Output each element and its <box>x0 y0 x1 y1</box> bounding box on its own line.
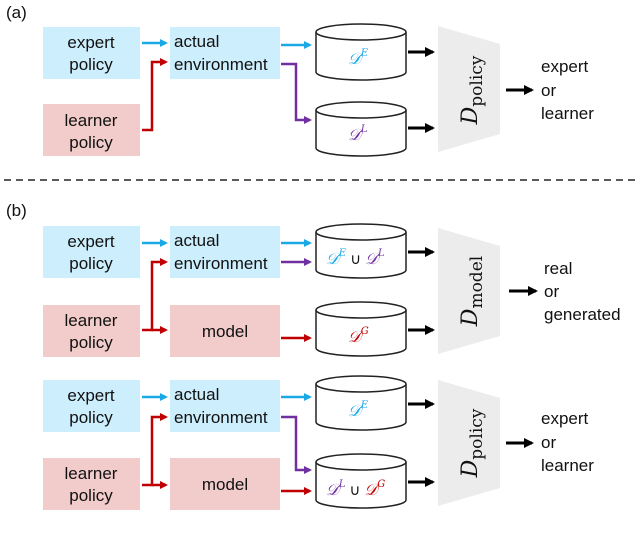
expert-data-cylinder: 𝒟E <box>315 375 407 431</box>
union-data-label: 𝒟E∪𝒟L <box>326 248 385 268</box>
model-label: model <box>202 322 248 341</box>
env-to-union-arrow <box>281 415 312 474</box>
panel-a: (a) expert policy learner policy actual … <box>6 3 594 157</box>
generated-data-cylinder: 𝒟G <box>315 301 407 357</box>
learner-to-env-arrow <box>142 413 168 487</box>
panel-a-label: (a) <box>6 3 27 22</box>
policy-discriminator <box>438 26 500 152</box>
output-b1-line1: real <box>544 259 572 278</box>
model-label: model <box>202 475 248 494</box>
output-a-line1: expert <box>541 57 589 76</box>
output-b2-line3: learner <box>541 456 594 475</box>
policy-discriminator-label: Dpolicy <box>458 55 487 125</box>
union-data-cylinder: 𝒟L∪𝒟G <box>315 453 407 509</box>
model-box <box>170 305 280 357</box>
expert-data-label: 𝒟E <box>348 48 369 68</box>
panel-b-label: (b) <box>6 201 27 220</box>
learner-policy-box <box>43 305 140 357</box>
learner-policy-box <box>43 458 140 510</box>
environment-line2: environment <box>174 55 268 74</box>
learner-policy-line2: policy <box>69 333 113 352</box>
model-discriminator <box>438 228 500 354</box>
expert-policy-line1: expert <box>67 33 115 52</box>
expert-policy-line2: policy <box>69 254 113 273</box>
environment-box <box>170 226 280 278</box>
expert-data-cylinder: 𝒟E <box>315 23 407 81</box>
output-a-line2: or <box>541 81 556 100</box>
learner-to-env-arrow <box>142 58 168 132</box>
learner-data-cylinder: 𝒟L <box>315 101 407 157</box>
learner-policy-line1: learner <box>65 311 118 330</box>
output-a-line3: learner <box>541 104 594 123</box>
learner-policy-line1: learner <box>65 464 118 483</box>
expert-policy-line1: expert <box>67 386 115 405</box>
expert-policy-line2: policy <box>69 55 113 74</box>
output-b1-line3: generated <box>544 305 621 324</box>
policy-discriminator <box>438 380 500 506</box>
output-b1-line2: or <box>544 282 559 301</box>
environment-line2: environment <box>174 408 268 427</box>
expert-policy-box <box>43 380 140 432</box>
expert-policy-line1: expert <box>67 232 115 251</box>
learner-to-env-arrow <box>142 258 168 332</box>
expert-data-label: 𝒟E <box>348 400 369 420</box>
environment-line1: actual <box>174 32 219 51</box>
expert-policy-box <box>43 226 140 278</box>
union-data-cylinder: 𝒟E∪𝒟L <box>315 223 407 279</box>
learner-policy-line1: learner <box>65 111 118 130</box>
learner-data-label: 𝒟L <box>348 124 368 144</box>
learner-policy-line2: policy <box>69 133 113 152</box>
policy-discriminator-label: Dpolicy <box>458 408 487 478</box>
environment-line1: actual <box>174 231 219 250</box>
output-b2-line1: expert <box>541 409 589 428</box>
panel-b: (b) expert policy learner policy actual … <box>6 201 621 510</box>
model-box <box>170 458 280 510</box>
learner-policy-box <box>43 104 140 156</box>
environment-line2: environment <box>174 254 268 273</box>
learner-policy-line2: policy <box>69 486 113 505</box>
model-discriminator-label: Dmodel <box>458 256 487 327</box>
environment-box <box>170 380 280 432</box>
generated-data-label: 𝒟G <box>348 326 369 346</box>
environment-line1: actual <box>174 385 219 404</box>
expert-policy-box <box>43 27 140 79</box>
env-to-learner-data-arrow <box>281 62 312 124</box>
output-b2-line2: or <box>541 433 556 452</box>
environment-box <box>170 27 280 79</box>
expert-policy-line2: policy <box>69 408 113 427</box>
union-data-label: 𝒟L∪𝒟G <box>326 479 385 499</box>
